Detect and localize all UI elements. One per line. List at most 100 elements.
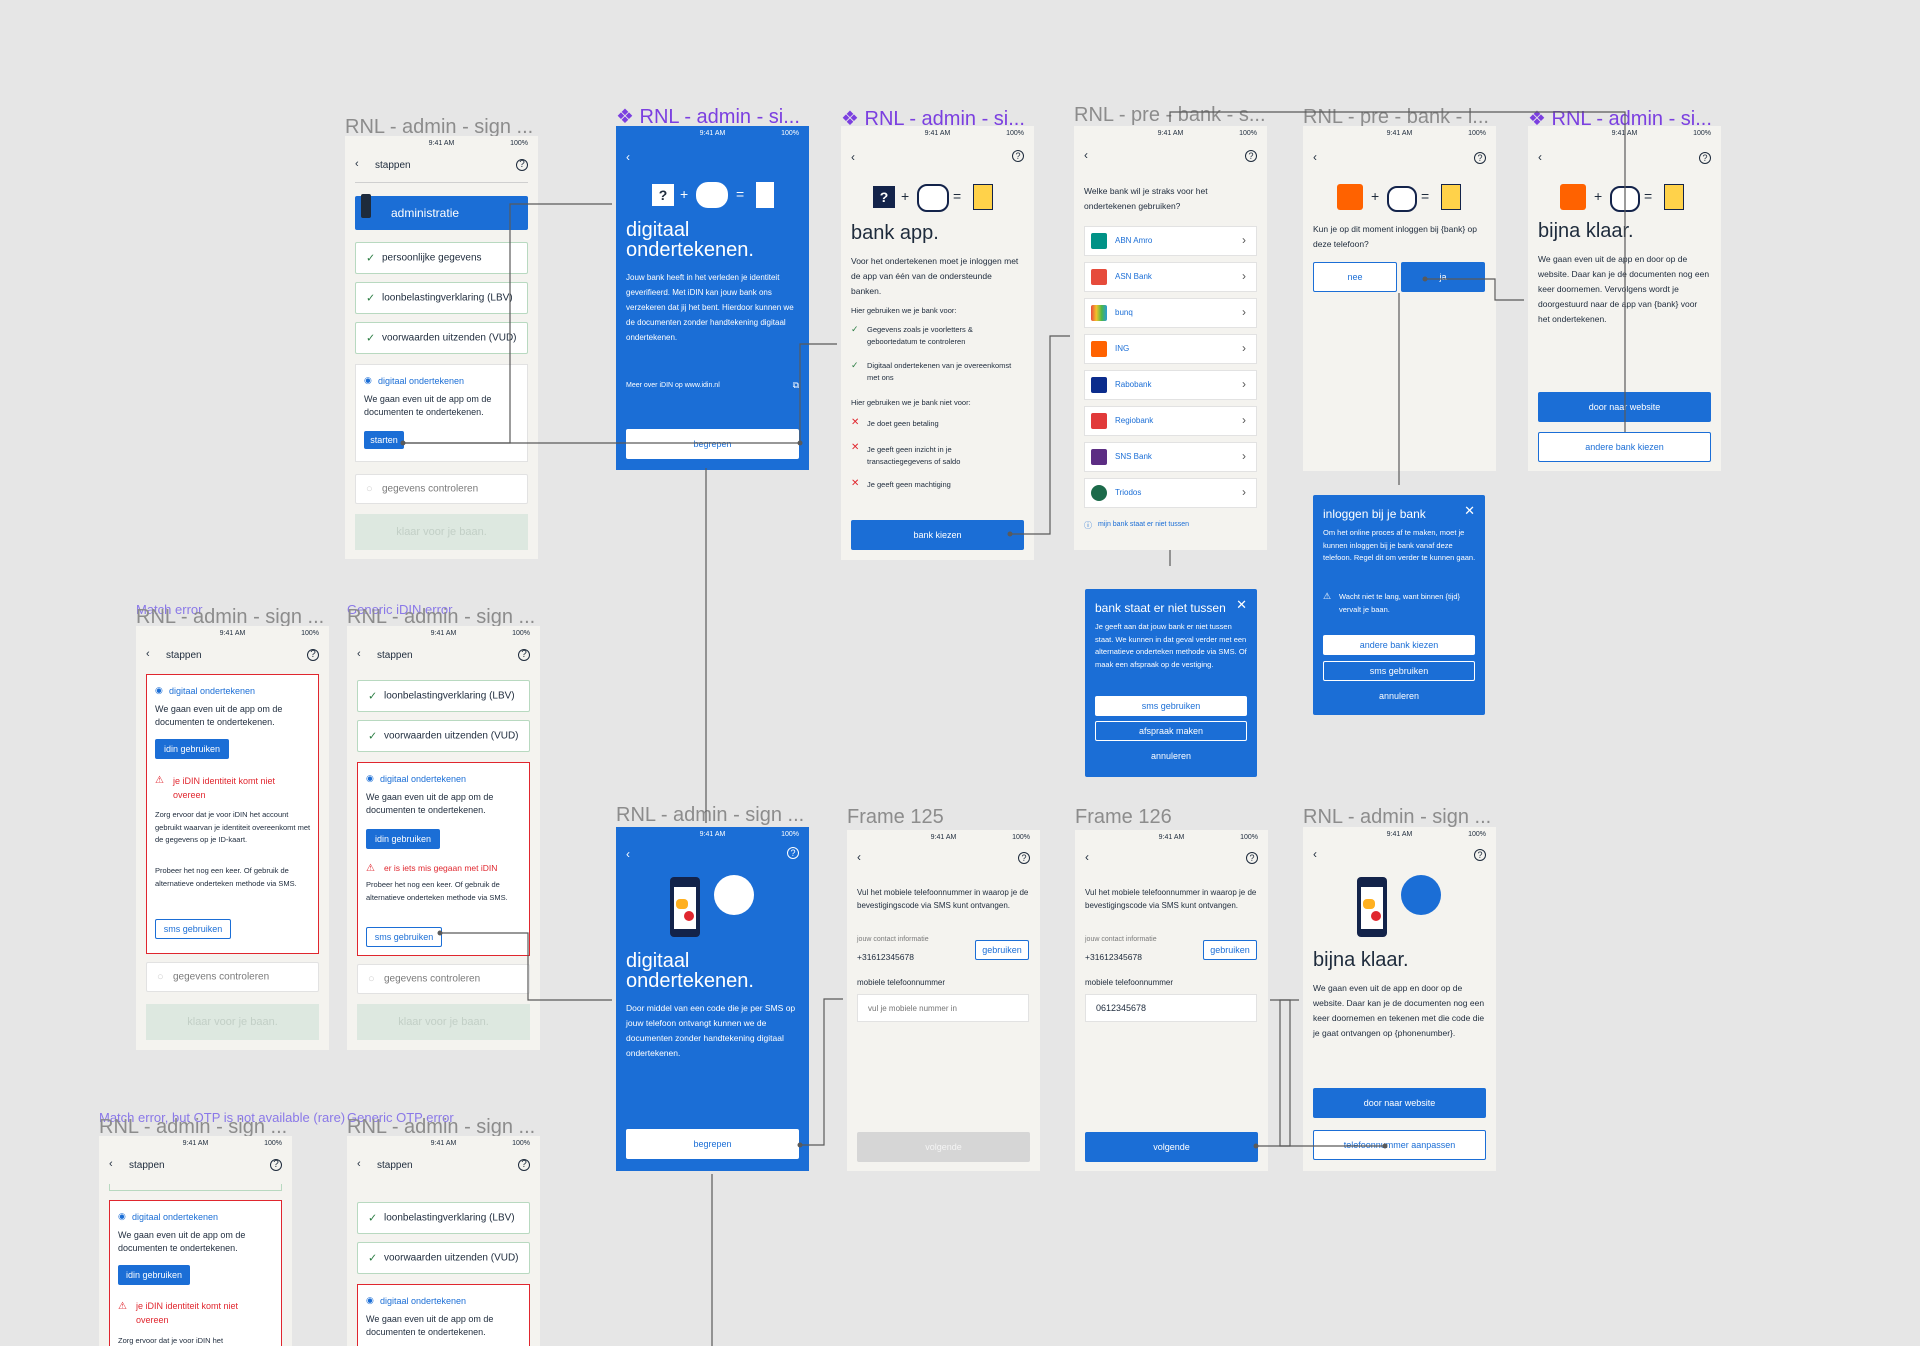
- back-icon[interactable]: ‹: [146, 648, 150, 660]
- frame-label[interactable]: RNL - admin - sign ...: [136, 606, 325, 628]
- chevron-right-icon: ›: [1242, 269, 1246, 283]
- step-check[interactable]: ○gegevens controleren: [355, 474, 528, 504]
- frame-label[interactable]: RNL - admin - sign ...: [616, 804, 805, 826]
- bank-item-ing[interactable]: ING›: [1084, 334, 1257, 364]
- frame-label[interactable]: ❖ RNL - admin - si...: [841, 106, 1025, 131]
- help-icon[interactable]: ?: [270, 1159, 282, 1171]
- external-link-icon[interactable]: ⧉: [792, 380, 799, 390]
- step-vud[interactable]: ✓voorwaarden uitzenden (VUD): [357, 720, 530, 752]
- no-button[interactable]: nee: [1313, 262, 1397, 292]
- next-button[interactable]: volgende: [857, 1132, 1030, 1162]
- use-contact-button[interactable]: gebruiken: [975, 940, 1029, 960]
- step-check[interactable]: ○gegevens controleren: [357, 964, 530, 994]
- understood-button[interactable]: begrepen: [626, 1129, 799, 1159]
- help-icon[interactable]: ?: [1245, 150, 1257, 162]
- back-icon[interactable]: ‹: [626, 150, 630, 164]
- back-icon[interactable]: ‹: [857, 850, 861, 864]
- frame-label[interactable]: RNL - admin - sign ...: [345, 116, 534, 138]
- help-icon[interactable]: ?: [1246, 852, 1258, 864]
- step-vud[interactable]: ✓voorwaarden uitzenden (VUD): [355, 322, 528, 354]
- step-lbv[interactable]: ✓loonbelastingverklaring (LBV): [357, 680, 530, 712]
- back-icon[interactable]: ‹: [357, 1158, 361, 1170]
- bank-item-rabobank[interactable]: Rabobank›: [1084, 370, 1257, 400]
- bank-item-abn[interactable]: ABN Amro›: [1084, 226, 1257, 256]
- cancel-button[interactable]: annuleren: [1150, 751, 1192, 761]
- step-vud[interactable]: ✓voorwaarden uitzenden (VUD): [357, 1242, 530, 1274]
- bank-item-triodos[interactable]: Triodos›: [1084, 478, 1257, 508]
- step-sign-card: ◉ digitaal ondertekenen We gaan even uit…: [355, 364, 528, 462]
- next-button[interactable]: volgende: [1085, 1132, 1258, 1162]
- yes-button[interactable]: ja: [1401, 262, 1485, 292]
- frame-label[interactable]: Frame 125: [847, 806, 944, 828]
- missing-bank-link[interactable]: mijn bank staat er niet tussen: [1098, 521, 1190, 528]
- frame-label[interactable]: RNL - admin - sign ...: [347, 1116, 536, 1138]
- bank-item-asn[interactable]: ASN Bank›: [1084, 262, 1257, 292]
- annotation-note: Generic iDIN error: [347, 602, 453, 617]
- back-icon[interactable]: ‹: [1538, 150, 1542, 164]
- back-icon[interactable]: ‹: [626, 847, 630, 861]
- use-sms-button[interactable]: sms gebruiken: [1323, 661, 1475, 681]
- frame-label[interactable]: RNL - admin - sign ...: [347, 606, 536, 628]
- close-icon[interactable]: ✕: [1236, 597, 1247, 612]
- step-lbv[interactable]: ✓loonbelastingverklaring (LBV): [355, 282, 528, 314]
- cancel-button[interactable]: annuleren: [1378, 691, 1420, 701]
- help-icon[interactable]: ?: [1018, 852, 1030, 864]
- help-icon[interactable]: ?: [518, 649, 530, 661]
- help-icon[interactable]: ?: [1699, 152, 1711, 164]
- appointment-button[interactable]: afspraak maken: [1095, 721, 1247, 741]
- use-sms-button[interactable]: sms gebruiken: [1095, 696, 1247, 716]
- other-bank-button[interactable]: andere bank kiezen: [1323, 635, 1475, 655]
- help-icon[interactable]: ?: [1474, 849, 1486, 861]
- back-icon[interactable]: ‹: [851, 150, 855, 164]
- header-title: stappen: [377, 650, 413, 661]
- other-bank-button[interactable]: andere bank kiezen: [1538, 432, 1711, 462]
- help-icon[interactable]: ?: [787, 847, 799, 859]
- step-label: voorwaarden uitzenden (VUD): [384, 730, 519, 742]
- page-title: bijna klaar.: [1313, 949, 1409, 971]
- help-icon[interactable]: ?: [516, 159, 528, 171]
- back-icon[interactable]: ‹: [355, 158, 359, 170]
- frame-label[interactable]: Frame 126: [1075, 806, 1172, 828]
- sms-button[interactable]: sms gebruiken: [366, 927, 442, 947]
- frame-label[interactable]: RNL - admin - sign ...: [99, 1116, 288, 1138]
- question-icon: ?: [873, 186, 895, 208]
- step-lbv[interactable]: ✓loonbelastingverklaring (LBV): [357, 1202, 530, 1234]
- idin-link[interactable]: Meer over iDIN op www.idin.nl: [626, 382, 720, 389]
- back-icon[interactable]: ‹: [1313, 847, 1317, 861]
- help-icon[interactable]: ?: [1474, 152, 1486, 164]
- bank-item-regiobank[interactable]: Regiobank›: [1084, 406, 1257, 436]
- bank-item-bunq[interactable]: bunq›: [1084, 298, 1257, 328]
- close-icon[interactable]: ✕: [1464, 503, 1475, 518]
- back-icon[interactable]: ‹: [1085, 850, 1089, 864]
- understood-button[interactable]: begrepen: [626, 429, 799, 459]
- idin-button[interactable]: idin gebruiken: [155, 739, 229, 759]
- step-admin[interactable]: administratie: [355, 196, 528, 230]
- choose-bank-button[interactable]: bank kiezen: [851, 520, 1024, 550]
- frame-label[interactable]: ❖ RNL - admin - si...: [616, 104, 800, 129]
- use-contact-button[interactable]: gebruiken: [1203, 940, 1257, 960]
- sms-button[interactable]: sms gebruiken: [155, 919, 231, 939]
- help-icon[interactable]: ?: [518, 1159, 530, 1171]
- bank-item-sns[interactable]: SNS Bank›: [1084, 442, 1257, 472]
- to-website-button[interactable]: door naar website: [1313, 1088, 1486, 1118]
- phone-input[interactable]: [857, 994, 1029, 1022]
- back-icon[interactable]: ‹: [357, 648, 361, 660]
- help-icon[interactable]: ?: [307, 649, 319, 661]
- bank-name: bunq: [1115, 308, 1133, 317]
- frame-label[interactable]: RNL - admin - sign ...: [1303, 806, 1492, 828]
- start-button[interactable]: starten: [364, 431, 404, 449]
- back-icon[interactable]: ‹: [1084, 148, 1088, 162]
- idin-button[interactable]: idin gebruiken: [118, 1265, 190, 1285]
- step-personal[interactable]: ✓persoonlijke gegevens: [355, 242, 528, 274]
- to-website-button[interactable]: door naar website: [1538, 392, 1711, 422]
- back-icon[interactable]: ‹: [109, 1158, 113, 1170]
- bank-name: Rabobank: [1115, 380, 1152, 389]
- help-icon[interactable]: ?: [1012, 150, 1024, 162]
- idin-button[interactable]: idin gebruiken: [366, 829, 440, 849]
- frame-label[interactable]: RNL - pre - bank - s...: [1074, 104, 1266, 126]
- phone-input[interactable]: [1085, 994, 1257, 1022]
- step-check[interactable]: ○gegevens controleren: [146, 962, 319, 992]
- back-icon[interactable]: ‹: [1313, 150, 1317, 164]
- change-phone-button[interactable]: telefoonnummer aanpassen: [1313, 1130, 1486, 1160]
